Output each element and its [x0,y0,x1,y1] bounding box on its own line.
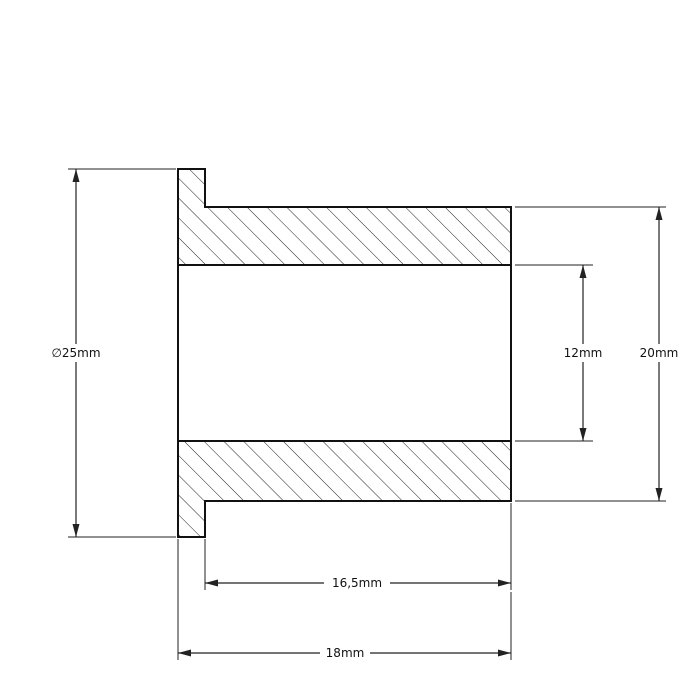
arrow-head [205,579,218,587]
arrow-head [498,649,511,657]
label-background [562,344,604,362]
body-length-label: 16,5mm [332,576,382,590]
bore-diameter-label: 12mm [564,346,603,360]
arrow-head [498,579,511,587]
section-lower [177,440,512,538]
section-upper [177,168,512,266]
arrow-head [178,649,191,657]
dim-bore-diameter: 12mm [515,264,604,442]
overall-length-label: 18mm [326,646,365,660]
dim-body-length: 16,5mm [204,503,512,592]
label-background [320,644,370,662]
upper-section-hatch [178,169,511,265]
arrow-head [72,524,80,537]
arrow-head [579,428,587,441]
body-diameter-label: 20mm [640,346,679,360]
arrow-head [579,265,587,278]
label-background [324,574,390,592]
arrow-head [655,488,663,501]
label-background [634,344,684,362]
dim-overall-length: 18mm [177,539,512,662]
arrow-head [72,169,80,182]
dim-body-diameter: 20mm [515,206,684,502]
arrow-head [655,207,663,220]
dim-flange-diameter: ∅25mm [46,168,176,538]
lower-section-hatch [178,441,511,537]
label-background [46,344,108,362]
flange-diameter-label: ∅25mm [51,346,100,360]
